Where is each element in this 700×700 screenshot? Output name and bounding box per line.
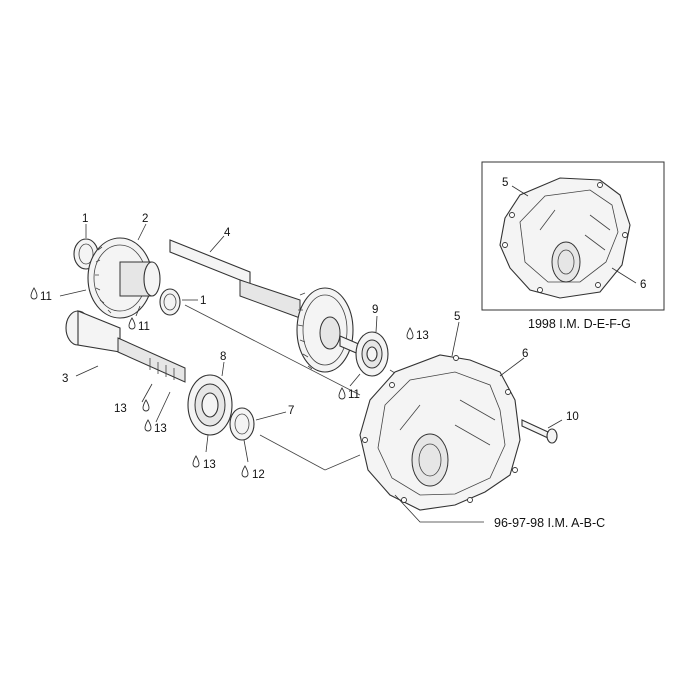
label-11-right: 11 <box>348 389 360 401</box>
inset-frame <box>481 161 665 311</box>
bearing-9 <box>355 331 389 377</box>
bolt-10 <box>521 419 558 444</box>
label-8: 8 <box>220 351 226 363</box>
label-9: 9 <box>372 304 378 316</box>
label-12: 12 <box>252 469 265 481</box>
label-1-middle: 1 <box>200 295 206 307</box>
washer-1-middle <box>159 288 181 316</box>
label-11-left: 11 <box>40 291 52 303</box>
label-1-top: 1 <box>82 213 88 225</box>
inset-gearbox-cover <box>499 177 631 299</box>
label-13-lower: 13 <box>154 423 167 435</box>
label-10: 10 <box>566 411 579 423</box>
shaft-4 <box>169 239 369 373</box>
oil-drop-icon <box>30 287 87 300</box>
oil-drop-icon <box>406 327 414 340</box>
label-6-main: 6 <box>522 348 528 360</box>
caption-inset: 1998 I.M. D-E-F-G <box>528 317 631 331</box>
oil-drop-icon <box>141 383 153 412</box>
bearing-8 <box>187 374 233 436</box>
label-13-right: 13 <box>416 330 429 342</box>
label-4: 4 <box>224 227 231 239</box>
label-2: 2 <box>142 213 148 225</box>
oil-drop-icon <box>144 391 171 432</box>
label-11-center: 11 <box>138 321 150 333</box>
gearbox-cover-5-6 <box>359 354 521 511</box>
label-3: 3 <box>62 373 68 385</box>
label-13-upper: 13 <box>114 403 127 415</box>
label-13-bottom: 13 <box>203 459 216 471</box>
shaft-3 <box>65 310 186 383</box>
oil-drop-icon <box>128 305 141 330</box>
gear-2 <box>87 237 161 319</box>
label-inset-6: 6 <box>640 279 646 291</box>
caption-main: 96-97-98 I.M. A-B-C <box>494 516 605 530</box>
seal-7 <box>229 407 255 441</box>
oil-drop-icon <box>338 373 361 400</box>
oil-drop-icon <box>241 439 249 478</box>
label-7: 7 <box>288 405 294 417</box>
label-5-main: 5 <box>454 311 460 323</box>
label-inset-5: 5 <box>502 177 508 189</box>
oil-drop-icon <box>192 434 209 468</box>
